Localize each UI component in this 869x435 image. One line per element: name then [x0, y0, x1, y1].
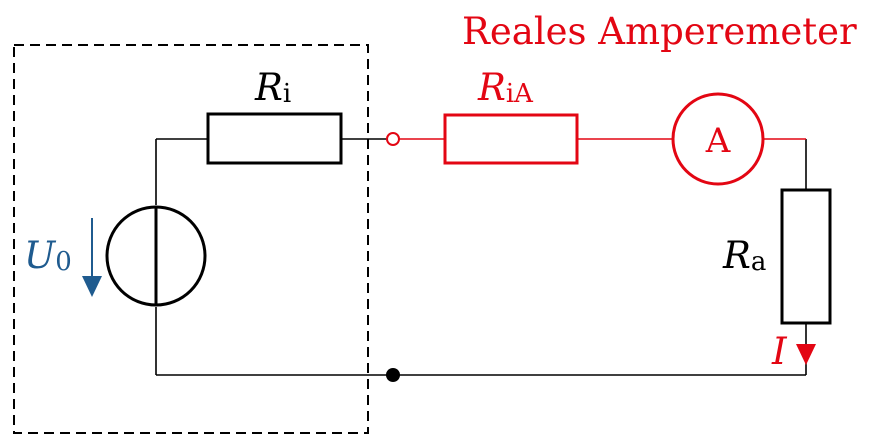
ammeter-label: A — [705, 121, 731, 161]
ammeter-circle — [671, 92, 765, 186]
label-ri: Ri — [254, 66, 291, 109]
label-current: I — [771, 330, 788, 373]
source-boundary-dashed-box — [13, 44, 369, 434]
label-ria: RiA — [477, 66, 534, 109]
resistor-ria — [443, 113, 579, 165]
resistor-ri — [206, 112, 343, 165]
terminal-circle — [386, 132, 400, 146]
u0-arrow — [82, 218, 102, 297]
resistor-ra — [780, 188, 832, 325]
current-arrow — [796, 344, 816, 365]
label-ra: Ra — [722, 234, 766, 277]
label-u0: U0 — [24, 234, 72, 277]
black-wires — [155, 138, 807, 376]
title-reales-amperemeter: Reales Amperemeter — [462, 10, 857, 53]
junction-dot — [386, 368, 400, 382]
